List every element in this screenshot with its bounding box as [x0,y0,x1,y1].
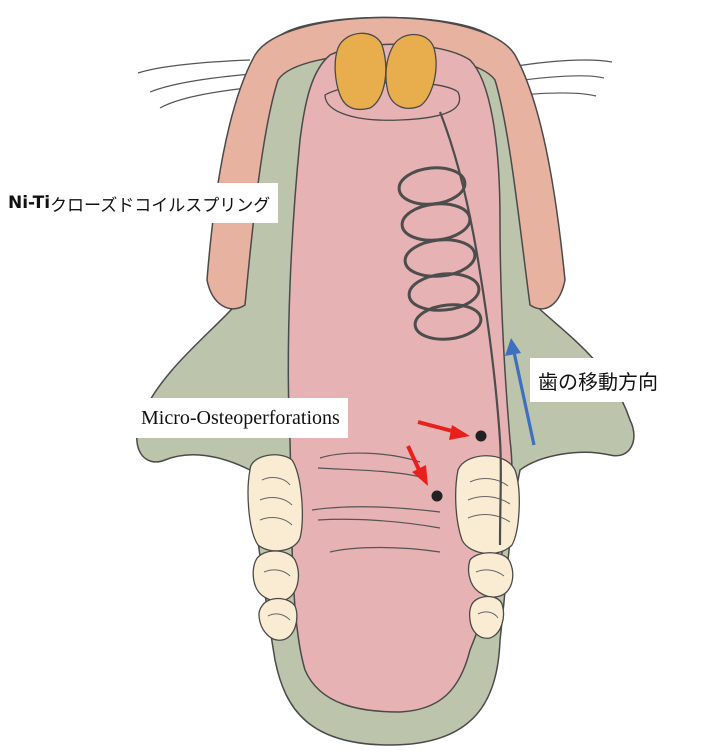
spring-label-text: クローズドコイルスプリング [50,191,270,216]
perforation-dot-1 [476,431,487,442]
perforation-dot-2 [432,491,443,502]
right-incisor [386,35,436,109]
micro-osteoperforations-label: Micro-Osteoperforations [133,398,348,438]
spring-label-prefix: Ni-Ti [8,193,50,213]
tooth-movement-direction-label: 歯の移動方向 [530,358,666,402]
left-incisor [335,33,386,109]
